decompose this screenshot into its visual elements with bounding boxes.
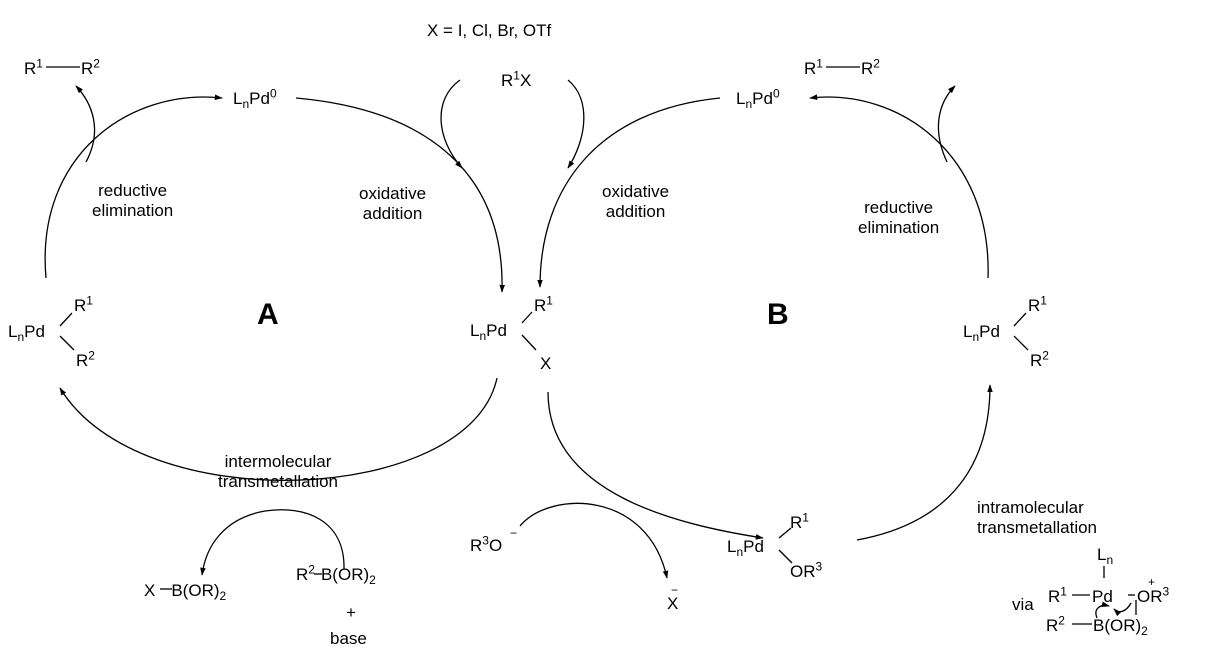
cycle-b-complex-r1: R1 — [1028, 293, 1047, 315]
ts-ligand: Ln — [1097, 545, 1114, 568]
alkoxo-complex-r1: R1 — [790, 510, 809, 532]
cycle-b-letter: B — [767, 298, 789, 331]
cycle-a-pd0-catalyst: LnPd0 — [233, 86, 277, 112]
cycle-a-complex-r1: R1 — [74, 293, 93, 315]
cycle-a-complex-r2: R2 — [76, 348, 95, 370]
r1x-feed-right-arrow — [567, 79, 585, 169]
ts-charge: + — [1148, 575, 1156, 589]
cycle-a-arc-oxidative-addition — [295, 97, 505, 293]
cycle-b-oxidative-addition-label: oxidative addition — [602, 182, 670, 221]
cycle-b-complex-r2: R2 — [1030, 348, 1049, 370]
alkoxide-exchange-arrow — [519, 502, 669, 579]
ts-curly-arrow-top — [1113, 602, 1132, 617]
cycle-b-reductive-elimination-label: reductive elimination — [858, 198, 940, 237]
center-complex-x: X — [540, 354, 552, 373]
cycle-a-product-release-arrow — [75, 85, 96, 163]
alkoxide-anion: R3O — [470, 533, 503, 555]
cycle-a-boron-exchange-arrow — [200, 509, 345, 576]
ts-palladium: Pd — [1092, 587, 1113, 606]
cycle-a-reductive-elimination-label: reductive elimination — [92, 181, 174, 220]
alkoxide-charge: − — [510, 526, 518, 540]
cycle-a-oxidative-addition-label: oxidative addition — [359, 184, 427, 223]
via-label: via — [1012, 595, 1034, 614]
cycle-b-diorganopalladium-complex: LnPd — [963, 322, 1000, 345]
alkoxo-palladium-complex: LnPd — [727, 537, 764, 560]
cycle-b-arc-ligand-exchange — [547, 391, 764, 540]
r1x-feed-left-arrow — [440, 79, 463, 169]
ts-r2: R2 — [1046, 613, 1065, 635]
plus-sign: + — [346, 603, 356, 622]
cycle-a-letter: A — [257, 298, 279, 331]
ts-curly-arrow-bottom — [1095, 601, 1110, 619]
cycle-a-arc-transmetallation — [59, 377, 498, 481]
ts-boronate: B(OR)2 — [1093, 616, 1148, 639]
cycle-b-arc-to-pd0 — [809, 94, 989, 279]
ts-or3: OR3 — [1137, 584, 1170, 606]
cycle-a-transmetallation-label: intermolecular transmetallation — [218, 452, 339, 491]
cycle-b-arc-transmetallation — [856, 384, 993, 541]
cycle-b-arc-oxidative-addition — [537, 97, 721, 288]
cycle-b-pd0-catalyst: LnPd0 — [736, 86, 780, 112]
halide-charge: − — [671, 583, 679, 597]
aryl-halide-r1x: R1X — [501, 68, 532, 90]
halide-anion: X — [667, 594, 679, 613]
ts-r1: R1 — [1048, 584, 1067, 606]
cycle-b-product-release-arrow — [937, 85, 956, 163]
cycle-b-transmetallation-label: intramolecular transmetallation — [977, 498, 1098, 537]
alkoxo-complex-or3: OR3 — [790, 559, 823, 581]
base-label: base — [330, 629, 367, 648]
x-definition: X = I, Cl, Br, OTf — [427, 21, 552, 40]
cycle-a-diorganopalladium-complex: LnPd — [8, 322, 45, 345]
oxidative-addition-complex: LnPd — [470, 321, 507, 344]
center-complex-r1: R1 — [534, 293, 553, 315]
cycle-a-arc-to-pd0 — [44, 94, 223, 279]
